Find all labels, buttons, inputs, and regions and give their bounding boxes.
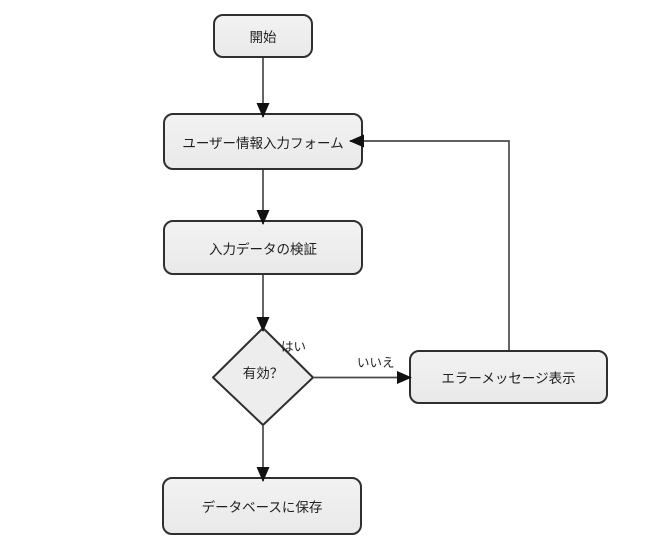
node-start-label: 開始 [249,30,277,45]
node-save-database: データベースに保存 [162,477,362,535]
node-user-input-form-label: ユーザー情報入力フォーム [182,135,344,151]
node-validate-data: 入力データの検証 [163,220,363,275]
edge-label-no: いいえ [357,356,395,370]
node-validate-data-label: 入力データの検証 [209,241,317,257]
node-decision-label: 有効？ [242,366,284,381]
node-save-database-label: データベースに保存 [201,500,323,515]
node-error-message-label: エラーメッセージ表示 [441,371,576,386]
edge-error-to-form [349,134,510,350]
node-error-message: エラーメッセージ表示 [409,350,608,404]
node-user-input-form: ユーザー情報入力フォーム [163,113,363,170]
edge-label-yes: はい [281,340,307,354]
node-start: 開始 [213,14,313,58]
